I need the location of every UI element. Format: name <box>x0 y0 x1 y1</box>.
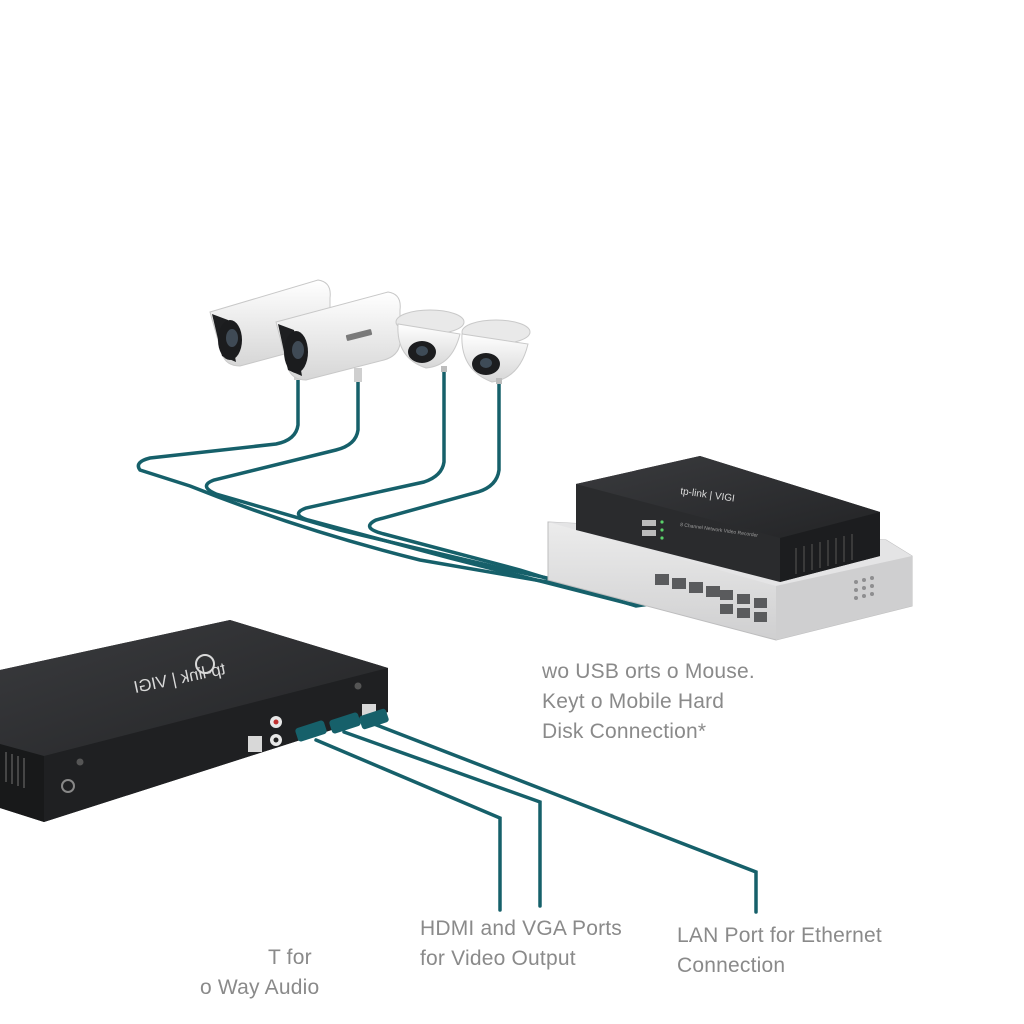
ground-terminal <box>61 779 75 793</box>
lan-callout-line-2: Connection <box>677 954 786 977</box>
camera-cable-2 <box>204 376 677 602</box>
usb-callout-line-1: wo USB orts o Mouse. <box>542 660 755 683</box>
camera-cable-4 <box>367 378 696 608</box>
audio-callout-line-2: o Way Audio <box>200 976 320 999</box>
small-nvr-vents <box>795 534 853 574</box>
hdmi-vga-callout: HDMI and VGA Ports for Video Output <box>420 914 622 974</box>
output-cables <box>314 722 758 914</box>
hdmi-callout-line-1: HDMI and VGA Ports <box>420 917 623 940</box>
power-port <box>248 736 262 752</box>
switch-ports <box>655 574 767 622</box>
vga-cable <box>342 730 542 908</box>
hdmi-callout-line-2: for Video Output <box>420 947 576 970</box>
screw-2 <box>354 682 362 690</box>
switch-vent <box>854 576 874 600</box>
audio-callout-line-1: T for <box>268 946 312 969</box>
lan-port-callout: LAN Port for Ethernet Connection <box>677 921 882 981</box>
nvr-rear-unit: tp-link | VIGI <box>0 620 389 822</box>
lan-port-plug <box>359 708 389 730</box>
lan-cable <box>372 722 758 914</box>
camera-cables <box>136 366 696 608</box>
nvr-small-front: tp-link | VIGI 8 Channel Network Video R… <box>576 456 880 582</box>
hdmi-cable <box>314 738 502 912</box>
usb-ports-callout: wo USB orts o Mouse. Keyt o Mobile Hard … <box>542 657 755 747</box>
nvr-side-vents <box>5 752 25 788</box>
audio-ports <box>270 716 282 746</box>
screw-1 <box>76 758 84 766</box>
vga-port-plug <box>329 712 361 734</box>
audio-port-callout: T for o Way Audio <box>200 943 319 1003</box>
hdmi-port-plug <box>295 720 327 742</box>
turret-camera-2 <box>461 319 531 384</box>
camera-cable-3 <box>296 366 686 606</box>
camera-cable-1 <box>136 376 670 600</box>
usb-callout-line-2: Keyt o Mobile Hard <box>542 690 725 713</box>
lan-callout-line-1: LAN Port for Ethernet <box>677 924 882 947</box>
turret-camera-1 <box>395 309 465 372</box>
bullet-camera-2 <box>275 291 401 382</box>
usb-callout-line-3: Disk Connection* <box>542 720 707 743</box>
